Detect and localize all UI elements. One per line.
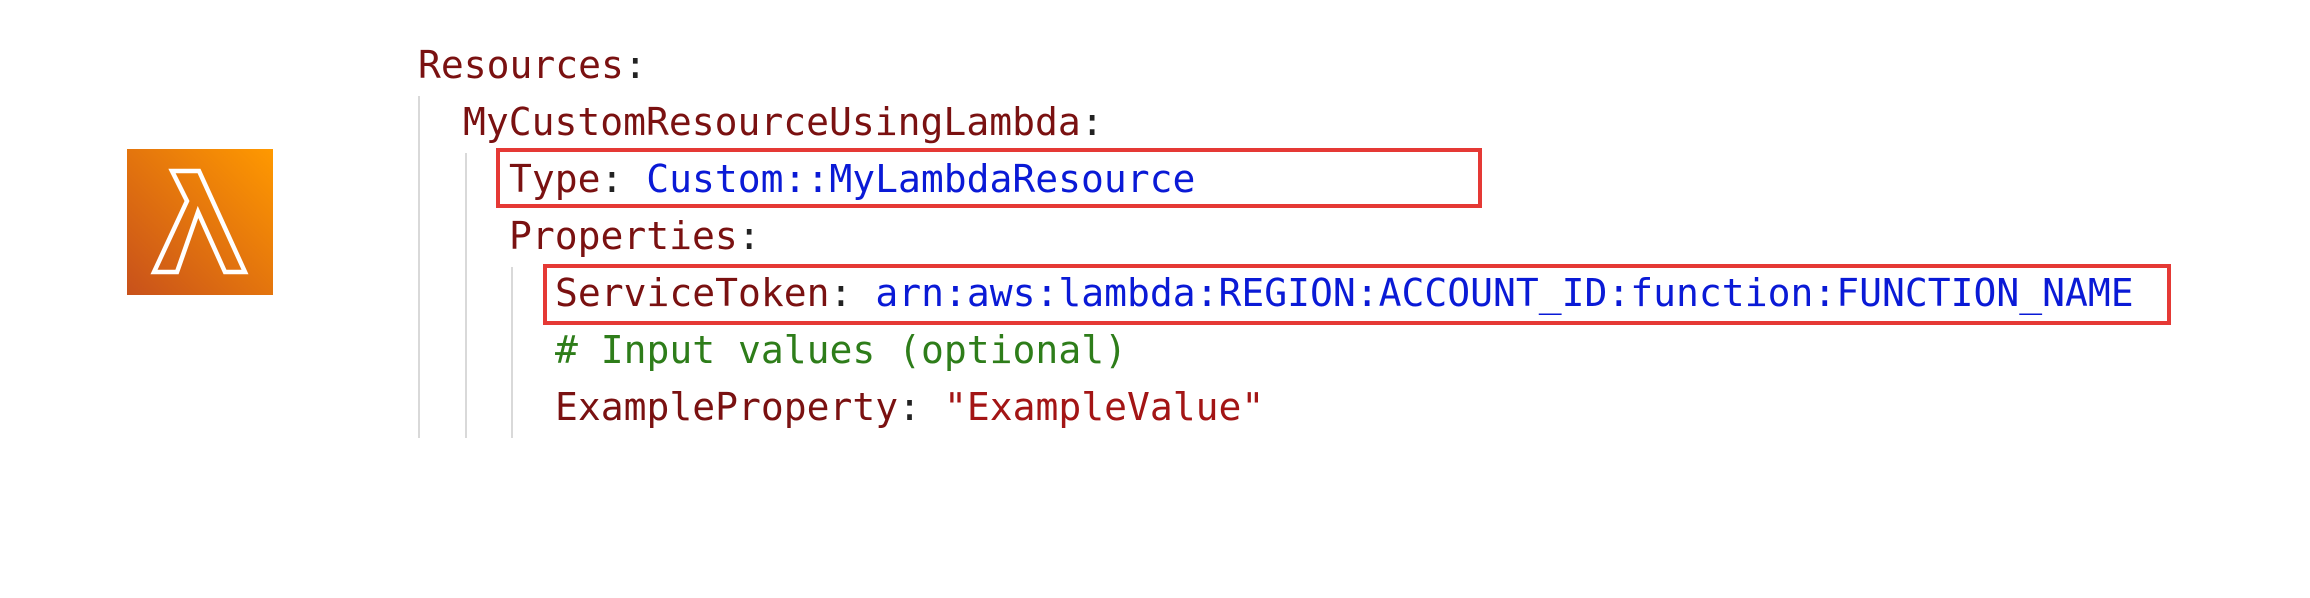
indent-guide — [418, 96, 420, 438]
yaml-value-service-token: arn:aws:lambda:REGION:ACCOUNT_ID:functio… — [875, 271, 2134, 315]
yaml-colon: : — [737, 214, 761, 258]
yaml-colon: : — [623, 43, 647, 87]
yaml-value-example: "ExampleValue" — [943, 385, 1265, 429]
yaml-key-service-token: ServiceToken — [555, 271, 830, 315]
yaml-key-resource-name: MyCustomResourceUsingLambda — [463, 100, 1081, 144]
type-highlight-box — [496, 148, 1482, 208]
yaml-colon: : — [898, 385, 922, 429]
yaml-colon: : — [600, 157, 624, 201]
code-line-example-property: ExampleProperty: "ExampleValue" — [555, 379, 1264, 436]
yaml-key-example-property: ExampleProperty — [555, 385, 899, 429]
yaml-value-type: Custom::MyLambdaResource — [646, 157, 1196, 201]
code-line-resources: Resources: — [418, 37, 647, 94]
indent-guide — [511, 267, 513, 438]
code-line-properties: Properties: — [509, 208, 761, 265]
yaml-key-type: Type — [509, 157, 601, 201]
code-line-type: Type: Custom::MyLambdaResource — [509, 151, 1195, 208]
indent-guide — [465, 153, 467, 438]
yaml-key-resources: Resources — [418, 43, 624, 87]
code-line-resource-name: MyCustomResourceUsingLambda: — [463, 94, 1104, 151]
yaml-colon: : — [1080, 100, 1104, 144]
code-line-service-token: ServiceToken: arn:aws:lambda:REGION:ACCO… — [555, 265, 2134, 322]
code-line-comment: # Input values (optional) — [555, 328, 1127, 372]
yaml-key-properties: Properties — [509, 214, 738, 258]
yaml-colon: : — [829, 271, 853, 315]
aws-lambda-icon — [127, 149, 273, 295]
service-token-highlight-box — [543, 264, 2171, 325]
lambda-symbol-icon — [150, 168, 249, 275]
